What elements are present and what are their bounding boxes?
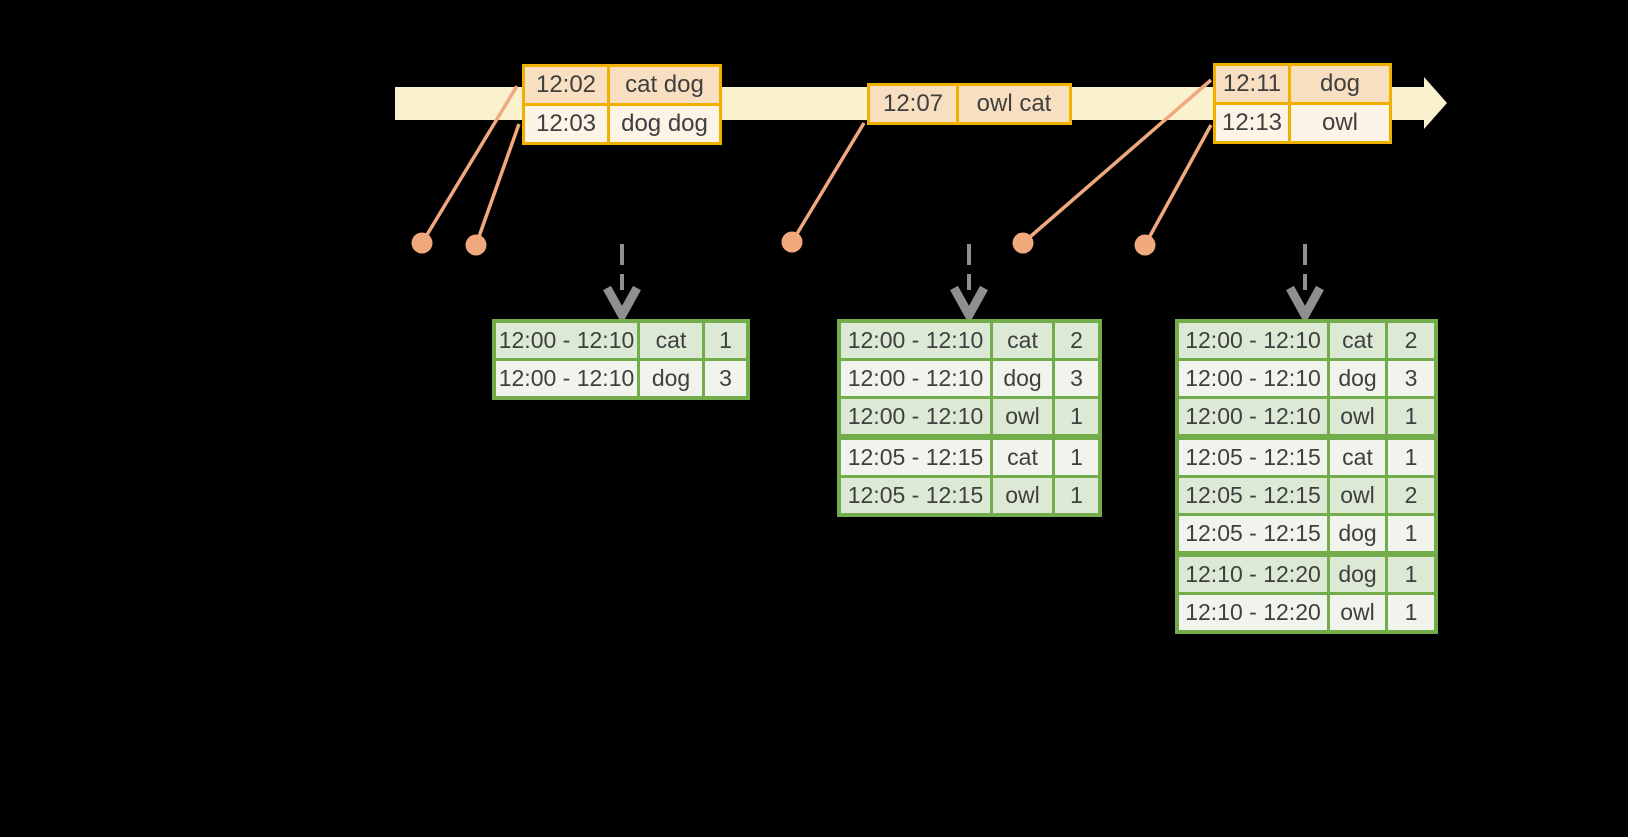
result-word-cell: cat <box>1330 440 1385 475</box>
result-word-cell: owl <box>1330 478 1385 513</box>
event-dot-icon <box>1012 232 1034 254</box>
result-count-cell: 1 <box>1055 399 1098 434</box>
result-word-cell: dog <box>993 361 1052 396</box>
result-count-cell: 1 <box>1388 516 1434 551</box>
trigger-arrow-icon <box>603 244 641 325</box>
result-word-cell: cat <box>1330 323 1385 358</box>
result-count-cell: 1 <box>1388 440 1434 475</box>
event-words-cell: owl cat <box>959 86 1069 122</box>
result-count-cell: 3 <box>1388 361 1434 396</box>
result-count-cell: 2 <box>1055 323 1098 358</box>
result-window-cell: 12:00 - 12:10 <box>841 399 990 434</box>
connector-line <box>1143 124 1213 246</box>
result-window-cell: 12:00 - 12:10 <box>1179 399 1327 434</box>
result-word-cell: cat <box>993 323 1052 358</box>
event-dot-icon <box>781 231 803 253</box>
result-count-cell: 1 <box>1055 478 1098 513</box>
event-words-cell: owl <box>1291 105 1389 141</box>
result-window-cell: 12:05 - 12:15 <box>1179 516 1327 551</box>
result-window-cell: 12:00 - 12:10 <box>1179 361 1327 396</box>
event-dot-icon <box>1134 234 1156 256</box>
event-time-cell: 12:13 <box>1216 105 1288 141</box>
result-count-cell: 2 <box>1388 323 1434 358</box>
result-word-cell: owl <box>1330 595 1385 630</box>
event-words-cell: cat dog <box>610 67 719 103</box>
result-word-cell: dog <box>1330 557 1385 592</box>
event-words-cell: dog <box>1291 66 1389 102</box>
result-window-cell: 12:10 - 12:20 <box>1179 595 1327 630</box>
result-window-cell: 12:00 - 12:10 <box>841 323 990 358</box>
result-window-cell: 12:00 - 12:10 <box>496 361 637 396</box>
result-count-cell: 3 <box>1055 361 1098 396</box>
connector-line <box>1021 78 1213 245</box>
timeline-arrowhead-icon <box>1424 77 1447 129</box>
event-words-cell: dog dog <box>610 106 719 142</box>
result-word-cell: cat <box>640 323 702 358</box>
result-word-cell: dog <box>1330 516 1385 551</box>
result-count-cell: 3 <box>705 361 746 396</box>
result-window-cell: 12:10 - 12:20 <box>1179 557 1327 592</box>
connector-line <box>420 85 519 244</box>
result-word-cell: owl <box>993 478 1052 513</box>
event-dot-icon <box>465 234 487 256</box>
result-word-cell: dog <box>640 361 702 396</box>
result-word-cell: owl <box>993 399 1052 434</box>
event-time-cell: 12:02 <box>525 67 607 103</box>
result-word-cell: owl <box>1330 399 1385 434</box>
connector-line <box>790 122 866 243</box>
result-window-cell: 12:00 - 12:10 <box>1179 323 1327 358</box>
trigger-arrow-icon <box>1286 244 1324 325</box>
result-count-cell: 1 <box>1388 557 1434 592</box>
result-count-cell: 1 <box>1388 595 1434 630</box>
result-count-cell: 2 <box>1388 478 1434 513</box>
result-word-cell: cat <box>993 440 1052 475</box>
result-window-cell: 12:05 - 12:15 <box>841 440 990 475</box>
event-time-cell: 12:11 <box>1216 66 1288 102</box>
connector-line <box>474 123 521 246</box>
result-window-cell: 12:00 - 12:10 <box>841 361 990 396</box>
event-time-cell: 12:03 <box>525 106 607 142</box>
result-count-cell: 1 <box>1388 399 1434 434</box>
result-window-cell: 12:05 - 12:15 <box>1179 440 1327 475</box>
trigger-arrow-icon <box>950 244 988 325</box>
result-window-cell: 12:00 - 12:10 <box>496 323 637 358</box>
result-window-cell: 12:05 - 12:15 <box>1179 478 1327 513</box>
result-window-cell: 12:05 - 12:15 <box>841 478 990 513</box>
result-count-cell: 1 <box>1055 440 1098 475</box>
result-count-cell: 1 <box>705 323 746 358</box>
event-dot-icon <box>411 232 433 254</box>
event-time-cell: 12:07 <box>870 86 956 122</box>
result-word-cell: dog <box>1330 361 1385 396</box>
